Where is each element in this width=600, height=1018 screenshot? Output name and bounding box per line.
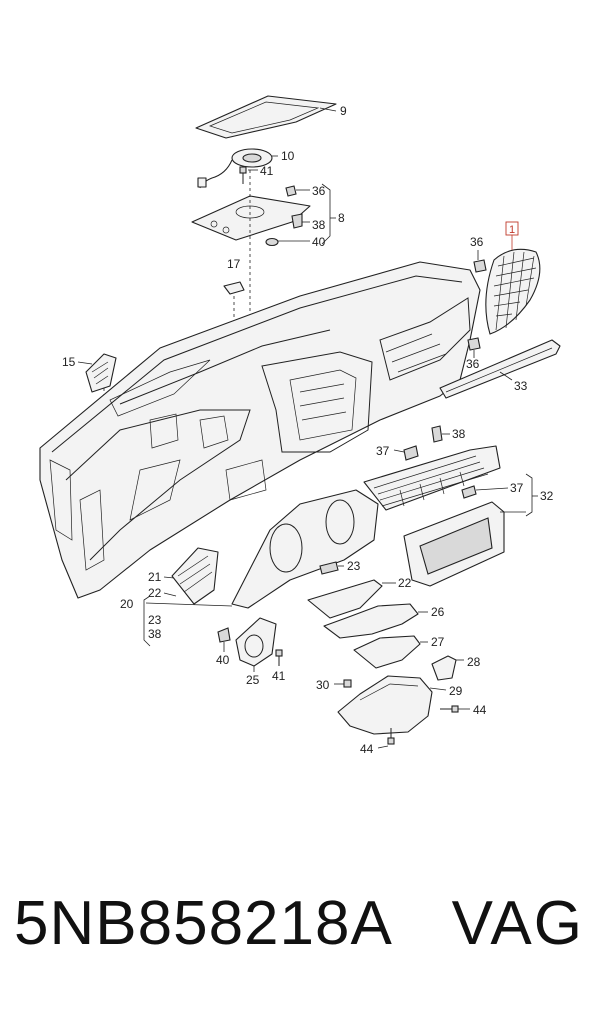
callout-40-top: 40 <box>312 235 326 249</box>
cover-27 <box>353 635 421 669</box>
callout-36-lower: 36 <box>466 357 480 371</box>
callout-37-lower: 37 <box>510 481 524 495</box>
clip-30 <box>343 679 352 688</box>
instrument-cluster-bezel <box>231 489 379 609</box>
callout-21: 21 <box>148 570 162 584</box>
callout-26: 26 <box>431 605 445 619</box>
clip-38-upper <box>431 425 443 443</box>
clip-23-upper <box>319 561 339 575</box>
screw-44-bottom <box>387 728 395 745</box>
callout-27: 27 <box>431 635 445 649</box>
center-air-vent <box>363 445 501 511</box>
screw-41-top <box>239 166 247 184</box>
side-speaker-grille-1 <box>485 221 541 335</box>
callout-37-upper: 37 <box>376 444 390 458</box>
nut-40-top <box>265 237 279 247</box>
callout-32: 32 <box>540 489 554 503</box>
clip-36-lower <box>467 337 481 351</box>
callout-44-right: 44 <box>473 703 487 717</box>
side-vent-15 <box>85 353 117 393</box>
dashboard-carrier <box>39 261 481 599</box>
trim-strip-33 <box>439 339 561 399</box>
callout-25: 25 <box>246 673 260 687</box>
switch-module-28 <box>431 655 457 681</box>
callout-33: 33 <box>514 379 528 393</box>
callout-8: 8 <box>338 211 345 225</box>
brand-name: VAG <box>451 889 584 958</box>
callout-40-lower: 40 <box>216 653 230 667</box>
callout-23-left: 23 <box>148 613 162 627</box>
callout-28: 28 <box>467 655 481 669</box>
callout-38-left: 38 <box>148 627 162 641</box>
callout-29: 29 <box>449 684 463 698</box>
clip-36-top <box>285 185 297 197</box>
screw-41-lower <box>275 649 283 666</box>
clip-37-upper <box>403 445 419 461</box>
callout-23-right: 23 <box>347 559 361 573</box>
callout-41-lower: 41 <box>272 669 286 683</box>
clip-38-top <box>291 213 303 229</box>
parts-diagram: 1 8 9 10 15 17 20 21 22 22 23 23 25 26 2… <box>39 95 561 756</box>
callout-15: 15 <box>62 355 76 369</box>
part-number: 5NB858218A <box>14 889 393 958</box>
display-frame <box>403 501 505 587</box>
callout-20: 20 <box>120 597 134 611</box>
column-cover-26 <box>323 603 419 639</box>
callout-17: 17 <box>227 257 241 271</box>
screw-44-right <box>440 705 459 713</box>
speaker <box>197 148 273 189</box>
callout-1: 1 <box>509 224 515 236</box>
clip-36-right <box>473 259 487 273</box>
callout-41-top: 41 <box>260 164 274 178</box>
callout-22-left: 22 <box>148 586 162 600</box>
callout-22-right: 22 <box>398 576 412 590</box>
lower-trim-29 <box>337 675 433 735</box>
callout-44-bottom: 44 <box>360 742 374 756</box>
clip-37-lower <box>461 485 477 499</box>
trim-panel-22 <box>307 579 383 619</box>
callout-38-top: 38 <box>312 218 326 232</box>
callout-38-upper: 38 <box>452 427 466 441</box>
callout-30: 30 <box>316 678 330 692</box>
callout-10: 10 <box>281 149 295 163</box>
switch-holder-25 <box>235 617 277 667</box>
clip-17 <box>223 281 245 295</box>
callout-36-top: 36 <box>312 184 326 198</box>
left-air-vent <box>171 547 219 605</box>
speaker-grille-cover <box>195 95 337 139</box>
clip-40-lower <box>217 627 231 643</box>
callout-36-right: 36 <box>470 235 484 249</box>
callout-9: 9 <box>340 104 347 118</box>
